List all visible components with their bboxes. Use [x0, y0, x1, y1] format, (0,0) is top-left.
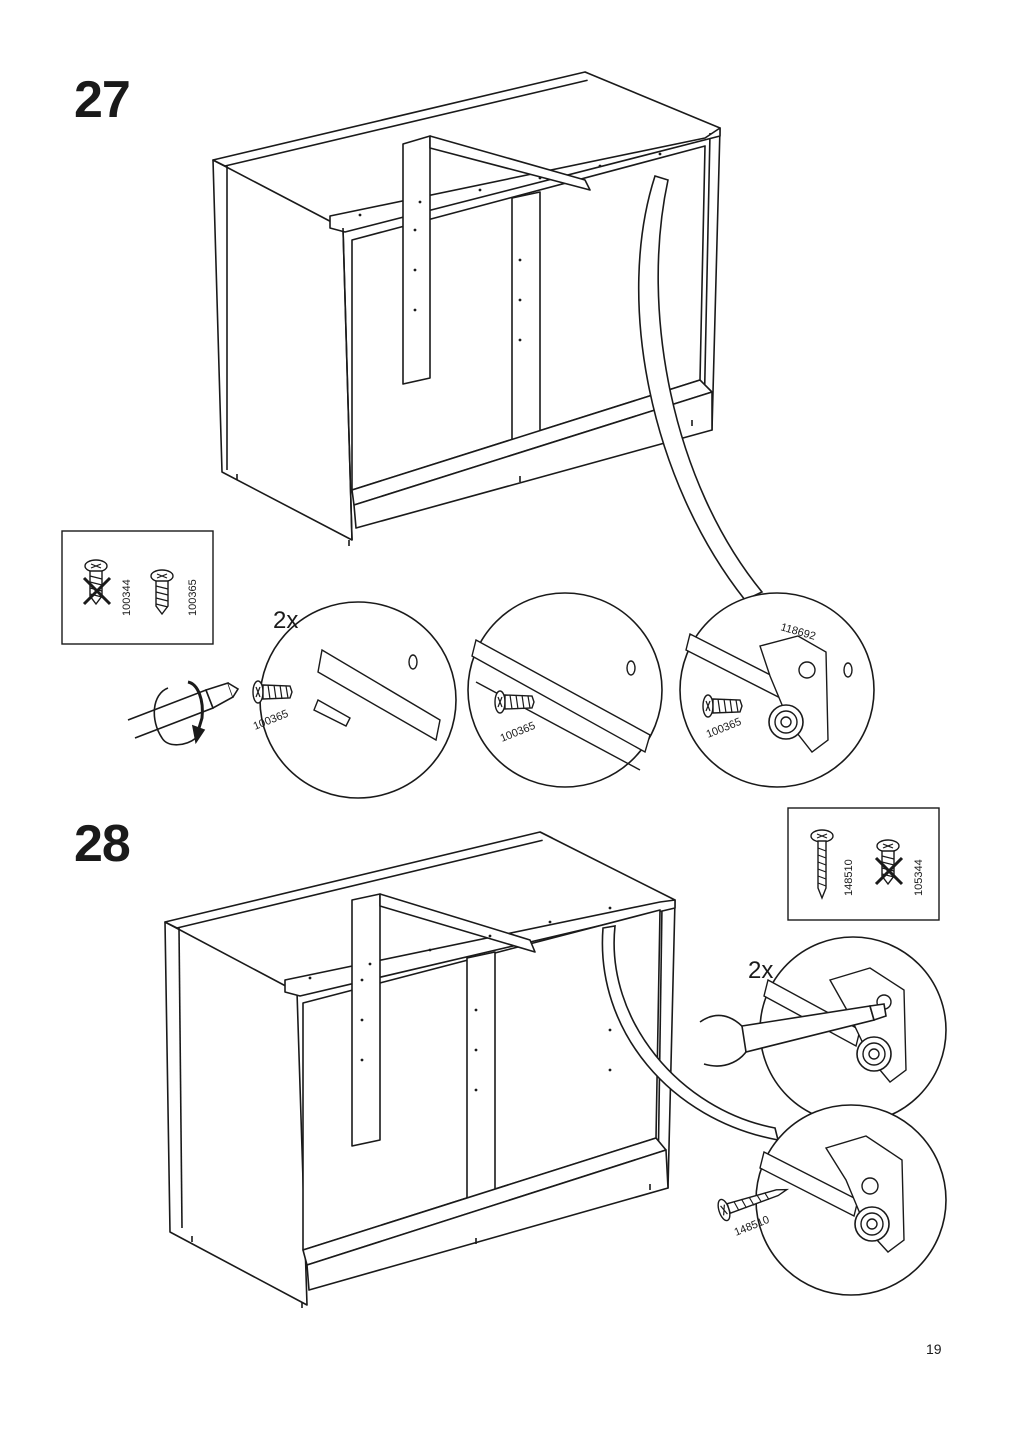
step-28-cabinet	[164, 831, 676, 1308]
step-28-number: 28	[74, 815, 131, 873]
drill-icon	[699, 1003, 887, 1067]
step-27-number: 27	[74, 71, 131, 129]
step-27-leader-arrow	[637, 175, 764, 601]
legend-forbidden-code: 100344	[121, 579, 133, 616]
step-28-screw-legend: 148510 105344	[787, 807, 940, 921]
step-27-quantity: 2x	[273, 607, 298, 634]
step-27-detail-circle-2: 100365	[467, 592, 663, 788]
step-28-pilot-holes	[308, 906, 612, 1092]
step-27-detail-circle-1: 2x 100365	[252, 601, 457, 799]
legend-forbidden-code-28: 105344	[913, 859, 925, 896]
step-28-detail-circle-2: 148510	[717, 1104, 947, 1296]
page-number: 19	[926, 1341, 942, 1357]
screwdriver-icon	[127, 680, 240, 746]
step-27-screw-legend: 100344 100365	[61, 530, 214, 645]
legend-allowed-code: 100365	[187, 579, 199, 616]
step-28-quantity: 2x	[748, 957, 773, 984]
legend-allowed-code-28: 148510	[843, 859, 855, 896]
step-27-detail-circle-3: 100365 118692	[679, 592, 875, 788]
